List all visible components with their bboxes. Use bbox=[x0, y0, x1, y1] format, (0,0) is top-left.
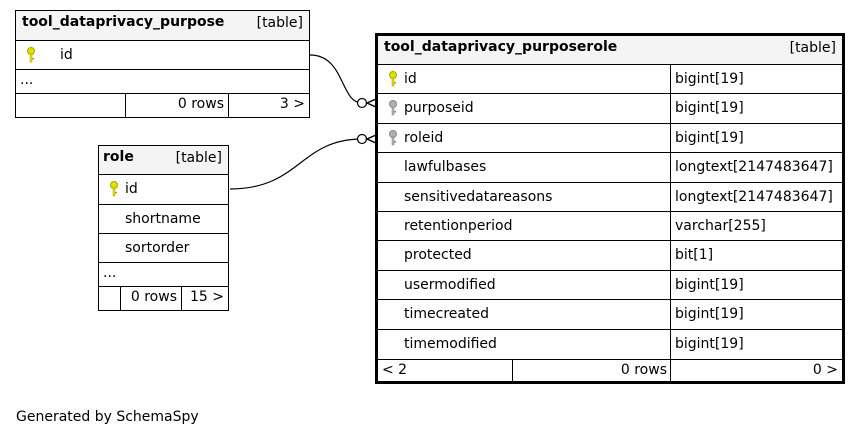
column-row[interactable]: lawfulbases longtext[2147483647] bbox=[378, 153, 842, 183]
column-type-cell: bigint[19] bbox=[670, 300, 842, 329]
row-count-text: 0 rows bbox=[177, 96, 224, 112]
column-row[interactable]: id bigint[19] bbox=[378, 65, 842, 95]
purpose-to-purposerole-link bbox=[309, 54, 363, 104]
column-type-cell: bigint[19] bbox=[670, 94, 842, 123]
column-row[interactable]: protected bit[1] bbox=[378, 241, 842, 271]
column-name: id bbox=[404, 71, 417, 87]
more-columns-ellipsis: ... bbox=[16, 70, 309, 94]
column-list: id bigint[19] purposeid bigint[19] roleid big… bbox=[378, 65, 842, 359]
column-name: timemodified bbox=[404, 335, 497, 352]
purpose-link-optional-marker bbox=[356, 97, 368, 109]
column-type: longtext[2147483647] bbox=[675, 159, 833, 176]
generated-by-label: Generated by SchemaSpy bbox=[16, 409, 199, 425]
footer-children[interactable]: 3 > bbox=[228, 94, 309, 117]
column-row[interactable]: sortorder bbox=[99, 234, 228, 263]
column-row[interactable]: usermodified bigint[19] bbox=[378, 270, 842, 301]
parents-count-text: < 2 bbox=[382, 361, 408, 378]
column-type: varchar[255] bbox=[675, 217, 766, 234]
column-type: bigint[19] bbox=[675, 129, 744, 146]
footer-parents bbox=[99, 287, 121, 310]
column-type: longtext[2147483647] bbox=[675, 188, 833, 205]
table-kind: [table] bbox=[789, 40, 836, 56]
footer-parents[interactable]: < 2 bbox=[378, 360, 513, 383]
table-name: tool_dataprivacy_purpose bbox=[22, 14, 225, 30]
foreign-key-icon bbox=[388, 99, 398, 117]
column-row[interactable]: roleid bigint[19] bbox=[378, 123, 842, 154]
column-row[interactable]: id bbox=[99, 175, 228, 205]
column-row[interactable]: timemodified bigint[19] bbox=[378, 329, 842, 359]
column-type-cell: bigint[19] bbox=[670, 65, 842, 94]
footer-row-count: 0 rows bbox=[120, 287, 181, 310]
children-count-text: 15 > bbox=[190, 289, 224, 305]
table-name: role bbox=[103, 149, 134, 165]
column-row[interactable]: timecreated bigint[19] bbox=[378, 300, 842, 330]
footer-children[interactable]: 15 > bbox=[181, 287, 228, 310]
column-type: bigint[19] bbox=[675, 71, 744, 87]
table-kind: [table] bbox=[175, 150, 222, 166]
role-link-many-marker bbox=[365, 134, 377, 144]
column-type-cell: bigint[19] bbox=[670, 329, 842, 359]
column-type: bigint[19] bbox=[675, 100, 744, 117]
column-row[interactable]: shortname bbox=[99, 205, 228, 234]
footer-parents bbox=[16, 94, 126, 117]
column-name: roleid bbox=[404, 129, 444, 146]
column-row[interactable]: retentionperiod varchar[255] bbox=[378, 211, 842, 242]
column-row[interactable]: sensitivedatareasons longtext[2147483647] bbox=[378, 182, 842, 212]
column-type: bigint[19] bbox=[675, 335, 744, 352]
column-name: timecreated bbox=[404, 306, 489, 323]
table-header: tool_dataprivacy_purpose [table] bbox=[16, 11, 309, 41]
table-footer: < 2 0 rows 0 > bbox=[378, 358, 842, 383]
role-to-purposerole-link bbox=[229, 138, 363, 190]
column-name: lawfulbases bbox=[404, 159, 487, 176]
column-name: retentionperiod bbox=[404, 217, 513, 234]
primary-key-icon bbox=[388, 70, 398, 88]
column-type-cell: bigint[19] bbox=[670, 270, 842, 300]
role-link-optional-marker bbox=[356, 133, 368, 145]
table-tool-dataprivacy-purpose[interactable]: tool_dataprivacy_purpose [table] id ... … bbox=[15, 10, 310, 118]
ellipsis-text: ... bbox=[20, 72, 34, 88]
column-name: protected bbox=[404, 247, 472, 264]
children-count-text: 3 > bbox=[279, 96, 305, 112]
table-header: role [table] bbox=[99, 146, 228, 175]
table-footer: 0 rows 15 > bbox=[99, 287, 228, 310]
ellipsis-text: ... bbox=[103, 265, 117, 281]
column-type: bit[1] bbox=[675, 247, 714, 264]
column-type-cell: longtext[2147483647] bbox=[670, 182, 842, 211]
column-name: purposeid bbox=[404, 100, 474, 117]
table-tool-dataprivacy-purposerole[interactable]: tool_dataprivacy_purposerole [table] id b… bbox=[375, 33, 845, 384]
table-footer: 0 rows 3 > bbox=[16, 94, 309, 117]
row-count-text: 0 rows bbox=[620, 361, 667, 378]
column-name: usermodified bbox=[404, 276, 496, 293]
column-name: id bbox=[60, 47, 73, 63]
column-row[interactable]: id bbox=[16, 41, 309, 70]
table-kind: [table] bbox=[256, 15, 303, 31]
column-type-cell: longtext[2147483647] bbox=[670, 153, 842, 182]
footer-row-count: 0 rows bbox=[125, 94, 228, 117]
column-type-cell: varchar[255] bbox=[670, 211, 842, 241]
primary-key-icon bbox=[26, 46, 36, 64]
column-type-cell: bit[1] bbox=[670, 241, 842, 270]
column-name: sortorder bbox=[125, 240, 190, 256]
footer-row-count: 0 rows bbox=[512, 359, 671, 383]
footer-children[interactable]: 0 > bbox=[670, 359, 842, 383]
children-count-text: 0 > bbox=[812, 361, 838, 378]
key-cell bbox=[99, 175, 121, 204]
column-type: bigint[19] bbox=[675, 276, 744, 293]
primary-key-icon bbox=[109, 180, 119, 198]
column-name: sensitivedatareasons bbox=[404, 188, 553, 205]
foreign-key-icon bbox=[388, 129, 398, 147]
column-type-cell: bigint[19] bbox=[670, 123, 842, 153]
more-columns-ellipsis: ... bbox=[99, 263, 228, 287]
purpose-link-many-marker bbox=[365, 98, 377, 108]
table-role[interactable]: role [table] id shortname sortorder ... … bbox=[98, 145, 229, 311]
row-count-text: 0 rows bbox=[130, 289, 177, 305]
column-type: bigint[19] bbox=[675, 306, 744, 323]
table-header: tool_dataprivacy_purposerole [table] bbox=[378, 36, 842, 65]
column-name: id bbox=[125, 181, 138, 197]
table-name: tool_dataprivacy_purposerole bbox=[384, 39, 618, 55]
column-name: shortname bbox=[125, 211, 201, 227]
column-row[interactable]: purposeid bigint[19] bbox=[378, 94, 842, 124]
